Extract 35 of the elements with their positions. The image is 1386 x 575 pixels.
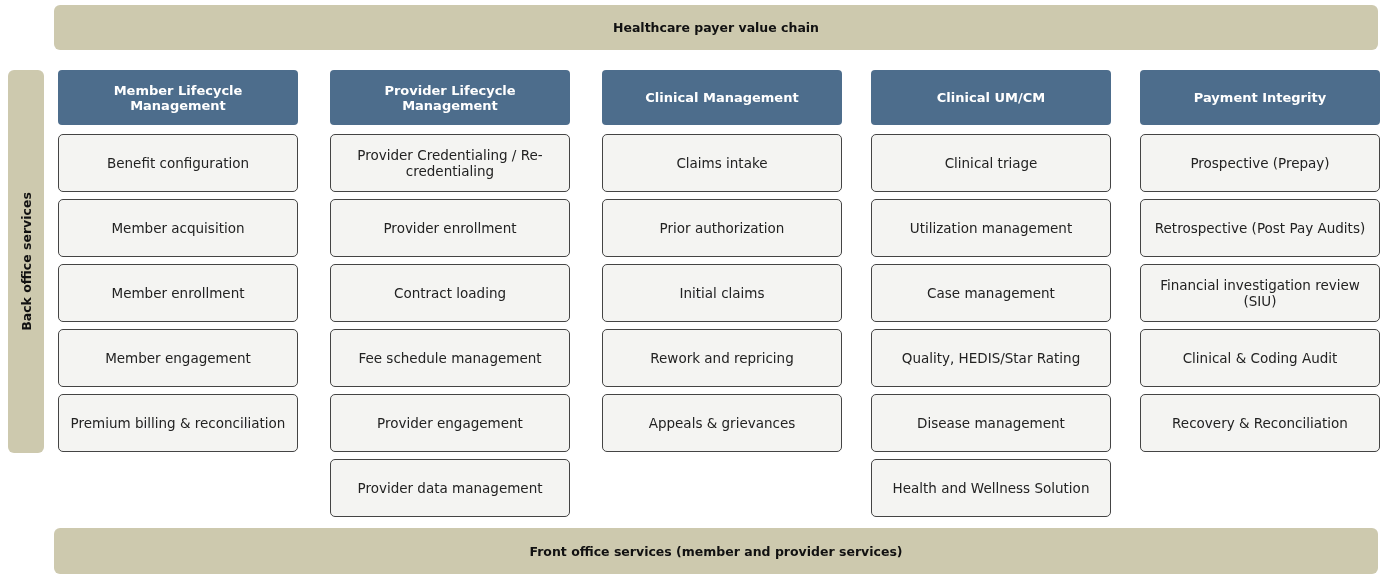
footer-band: Front office services (member and provider services) xyxy=(54,528,1378,574)
side-band: Back office services xyxy=(8,70,44,453)
process-box: Clinical triage xyxy=(871,134,1111,192)
process-box: Appeals & grievances xyxy=(602,394,842,452)
process-box: Retrospective (Post Pay Audits) xyxy=(1140,199,1380,257)
process-box: Member engagement xyxy=(58,329,298,387)
process-box: Provider engagement xyxy=(330,394,570,452)
process-box: Disease management xyxy=(871,394,1111,452)
column-header: Clinical UM/CM xyxy=(871,70,1111,125)
column-header: Provider Lifecycle Management xyxy=(330,70,570,125)
column-header: Clinical Management xyxy=(602,70,842,125)
title-band: Healthcare payer value chain xyxy=(54,5,1378,50)
process-box: Prior authorization xyxy=(602,199,842,257)
process-box: Financial investigation review (SIU) xyxy=(1140,264,1380,322)
column-header: Payment Integrity xyxy=(1140,70,1380,125)
process-box: Provider data management xyxy=(330,459,570,517)
column-header: Member Lifecycle Management xyxy=(58,70,298,125)
process-box: Case management xyxy=(871,264,1111,322)
process-box: Initial claims xyxy=(602,264,842,322)
process-box: Prospective (Prepay) xyxy=(1140,134,1380,192)
process-box: Member acquisition xyxy=(58,199,298,257)
process-box: Claims intake xyxy=(602,134,842,192)
process-box: Member enrollment xyxy=(58,264,298,322)
process-box: Benefit configuration xyxy=(58,134,298,192)
process-box: Provider Credentialing / Re-credentialing xyxy=(330,134,570,192)
process-box: Health and Wellness Solution xyxy=(871,459,1111,517)
process-box: Clinical & Coding Audit xyxy=(1140,329,1380,387)
process-box: Premium billing & reconciliation xyxy=(58,394,298,452)
process-box: Quality, HEDIS/Star Rating xyxy=(871,329,1111,387)
process-box: Fee schedule management xyxy=(330,329,570,387)
process-box: Recovery & Reconciliation xyxy=(1140,394,1380,452)
process-box: Contract loading xyxy=(330,264,570,322)
process-box: Provider enrollment xyxy=(330,199,570,257)
process-box: Utilization management xyxy=(871,199,1111,257)
process-box: Rework and repricing xyxy=(602,329,842,387)
